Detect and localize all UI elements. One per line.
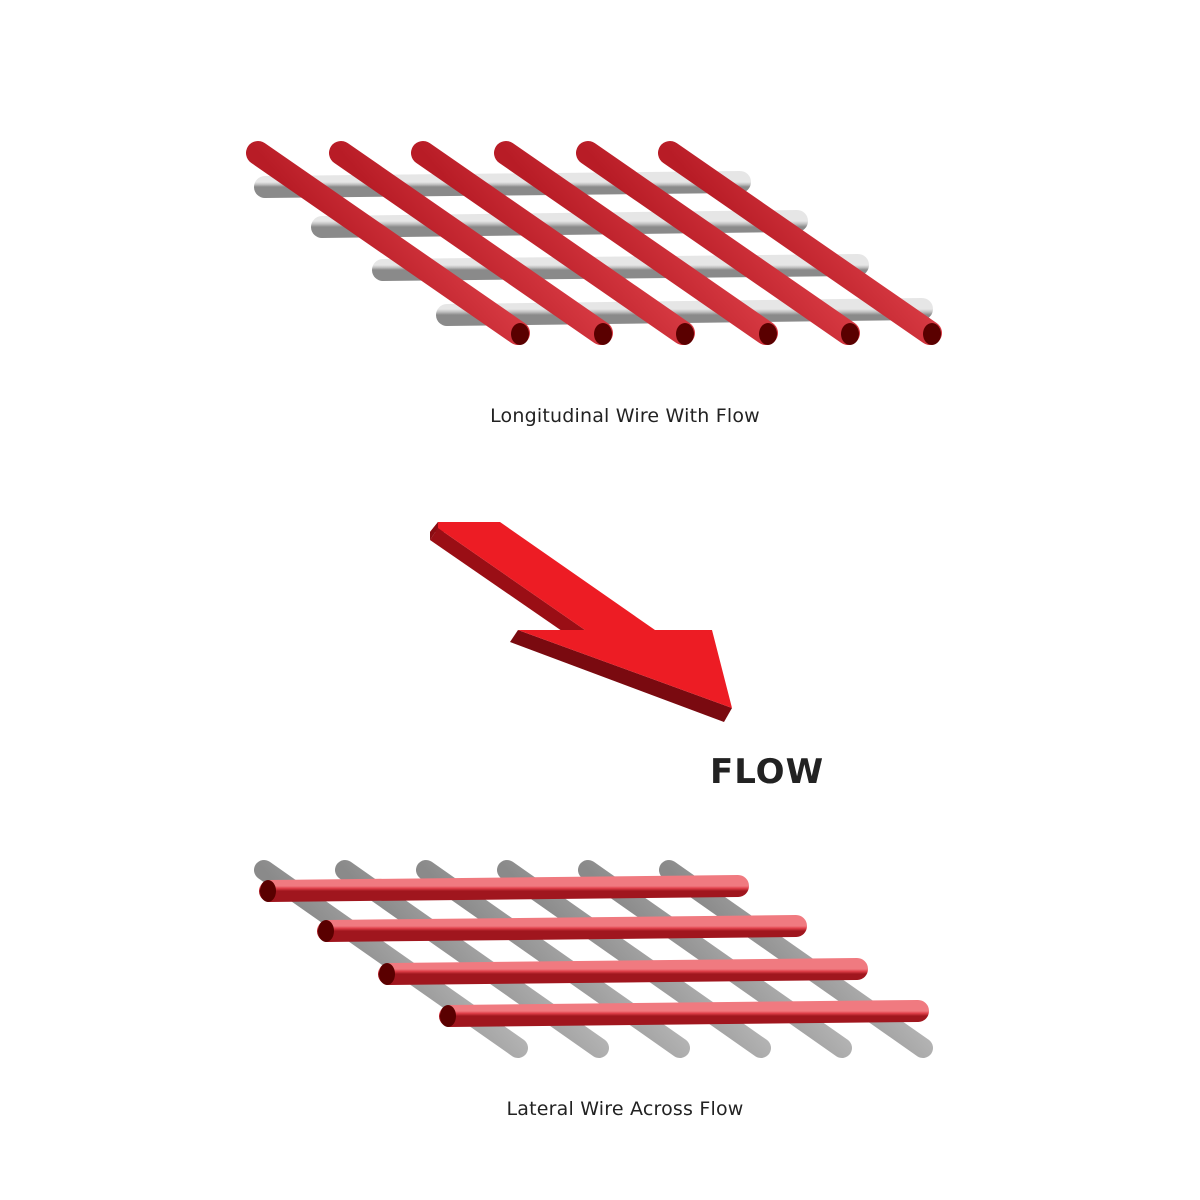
arrow-shade-inner <box>430 528 585 640</box>
grey-wire <box>436 298 933 326</box>
red-wire-end <box>260 880 276 902</box>
flow-label: FLOW <box>710 752 825 792</box>
top-caption: Longitudinal Wire With Flow <box>490 405 760 427</box>
bottom-wire-grid <box>254 860 933 1058</box>
red-wire <box>494 141 778 345</box>
red-wire-end <box>318 920 334 942</box>
top-wire-grid <box>246 141 942 345</box>
red-wire-end <box>923 323 941 345</box>
flow-arrow-icon <box>430 522 732 722</box>
red-wire <box>439 1000 929 1027</box>
red-wire <box>378 958 868 985</box>
red-wire-end <box>841 323 859 345</box>
arrow-face <box>438 522 732 708</box>
red-wire-end <box>676 323 694 345</box>
red-wire-end <box>759 323 777 345</box>
red-wire <box>329 141 613 345</box>
bottom-red-wires <box>259 875 929 1027</box>
red-wire <box>576 141 860 345</box>
red-wire <box>658 141 942 345</box>
bottom-caption: Lateral Wire Across Flow <box>506 1098 744 1120</box>
red-wire-end <box>440 1005 456 1027</box>
top-grey-wires <box>254 171 933 326</box>
top-red-wires <box>246 141 942 345</box>
arrow-shade-bottom <box>510 630 732 722</box>
arrow-shade-left <box>430 522 438 540</box>
grey-wire <box>254 171 751 198</box>
red-wire <box>246 141 530 345</box>
red-wire <box>411 141 695 345</box>
grey-wire <box>311 210 808 238</box>
red-wire-end <box>594 323 612 345</box>
red-wire-end <box>511 323 529 345</box>
grey-wire <box>372 254 869 281</box>
red-wire <box>259 875 749 902</box>
red-wire-end <box>379 963 395 985</box>
red-wire <box>317 915 807 942</box>
